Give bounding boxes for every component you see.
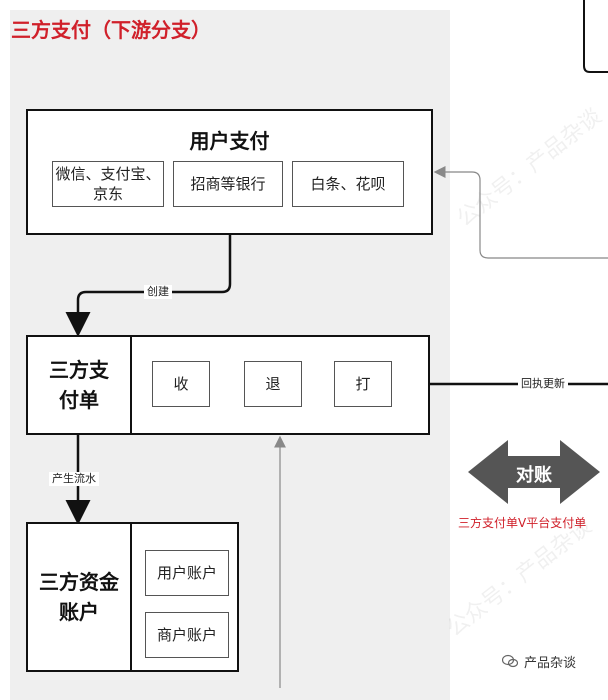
third-party-order-text: 三方支付单: [49, 358, 109, 412]
divider: [130, 524, 132, 670]
action-refund: 退: [244, 361, 302, 407]
payment-channel-credit: 白条、花呗: [292, 161, 404, 207]
payment-channel-banks: 招商等银行: [173, 161, 283, 207]
account-user: 用户账户: [145, 550, 229, 596]
user-payment-heading: 用户支付: [189, 129, 270, 153]
account-merchant: 商户账户: [145, 612, 229, 658]
reconciliation-caption: 三方支付单V平台支付单: [458, 516, 587, 530]
reconciliation-label: 对账: [516, 465, 552, 486]
third-party-account-text: 三方资金账户: [39, 570, 119, 624]
edge-label-create: 创建: [144, 285, 172, 299]
third-party-account-box: 三方资金账户 用户账户 商户账户: [26, 522, 239, 672]
section-title: 三方支付（下游分支）: [11, 18, 211, 42]
user-payment-box: 用户支付 微信、支付宝、京东 招商等银行 白条、花呗: [26, 109, 433, 235]
wechat-icon: [501, 653, 519, 668]
footer-source: 产品杂谈: [524, 656, 577, 671]
cropped-box-edge: [583, 0, 608, 73]
action-payout: 打: [334, 361, 392, 407]
third-party-order-box: 三方支付单 收 退 打: [26, 335, 430, 435]
third-party-account-label: 三方资金账户: [28, 524, 130, 670]
action-collect: 收: [152, 361, 210, 407]
third-party-order-label: 三方支付单: [28, 337, 130, 433]
divider: [130, 337, 132, 433]
return-arrow: [433, 166, 608, 259]
edge-label-flow: 产生流水: [49, 472, 99, 486]
create-arrow: [65, 234, 232, 337]
payment-channel-wechat-alipay-jd: 微信、支付宝、京东: [52, 161, 164, 207]
reconciliation-double-arrow: [468, 440, 600, 504]
edge-label-receipt-update: 回执更新: [518, 377, 568, 391]
